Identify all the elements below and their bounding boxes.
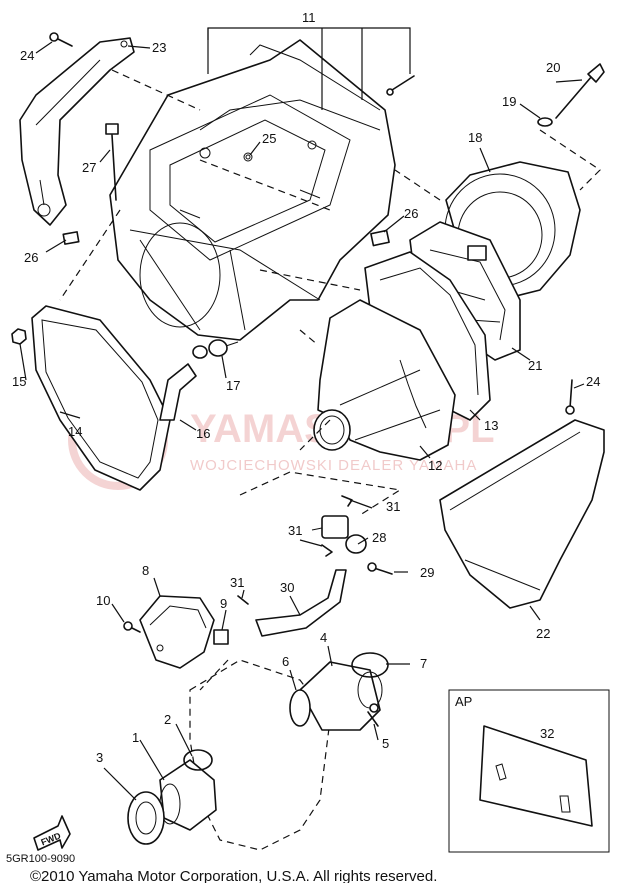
callout-26-left: 26 bbox=[24, 250, 38, 265]
callout-23: 23 bbox=[152, 40, 166, 55]
callout-18: 18 bbox=[468, 130, 482, 145]
part-12-intake-duct bbox=[313, 299, 456, 461]
callout-2: 2 bbox=[164, 712, 171, 727]
part-3-clamp bbox=[127, 791, 165, 845]
callout-31-c: 31 bbox=[230, 575, 244, 590]
callout-25: 25 bbox=[262, 131, 276, 146]
callout-3: 3 bbox=[96, 750, 103, 765]
callout-31-b: 31 bbox=[288, 523, 302, 538]
part-11-bolt bbox=[386, 75, 415, 96]
callout-10: 10 bbox=[96, 593, 110, 608]
callout-24-right: 24 bbox=[586, 374, 600, 389]
ap-inset: AP bbox=[448, 689, 610, 853]
part-19-washer bbox=[537, 117, 553, 127]
callout-6: 6 bbox=[282, 654, 289, 669]
part-4-carb-joint bbox=[299, 661, 383, 731]
callout-7: 7 bbox=[420, 656, 427, 671]
callout-17: 17 bbox=[226, 378, 240, 393]
diagram-code: 5GR100-9090 bbox=[6, 853, 75, 865]
callout-19: 19 bbox=[502, 94, 516, 109]
part-13-joint-plate bbox=[364, 251, 491, 421]
callout-5: 5 bbox=[382, 736, 389, 751]
part-26-clip-left bbox=[62, 231, 80, 245]
callout-29: 29 bbox=[420, 565, 434, 580]
callout-9: 9 bbox=[220, 596, 227, 611]
part-29-screw bbox=[367, 562, 393, 575]
callout-30: 30 bbox=[280, 580, 294, 595]
part-10-bolt bbox=[123, 621, 141, 633]
callout-11: 11 bbox=[302, 10, 316, 25]
part-21-filter-cage bbox=[409, 221, 521, 361]
assembly-lines bbox=[59, 69, 601, 691]
callout-14: 14 bbox=[68, 424, 82, 439]
part-11-leader bbox=[207, 27, 411, 110]
part-24-pin-left bbox=[49, 32, 73, 47]
part-25-screw bbox=[245, 154, 251, 160]
callout-22: 22 bbox=[536, 626, 550, 641]
callout-32: 32 bbox=[540, 726, 554, 741]
part-28-valve bbox=[311, 515, 367, 554]
part-31-clip-c bbox=[237, 595, 249, 605]
part-32-plate bbox=[479, 725, 593, 827]
part-31-clip-b bbox=[321, 544, 333, 557]
callout-24-left: 24 bbox=[20, 48, 34, 63]
part-31-clip-a bbox=[341, 495, 353, 507]
callout-4: 4 bbox=[320, 630, 327, 645]
part-15-nut bbox=[11, 328, 27, 345]
part-22-side-cover bbox=[439, 419, 605, 609]
callout-31-a: 31 bbox=[386, 499, 400, 514]
inset-label: AP bbox=[455, 694, 472, 709]
callout-16: 16 bbox=[196, 426, 210, 441]
callout-13: 13 bbox=[484, 418, 498, 433]
callout-leaders bbox=[19, 41, 585, 801]
part-24-pin-right bbox=[565, 379, 575, 415]
callout-27: 27 bbox=[82, 160, 96, 175]
callout-20: 20 bbox=[546, 60, 560, 75]
part-20-wing-bolt bbox=[555, 63, 605, 119]
part-8-bracket bbox=[139, 595, 215, 669]
part-11-air-box bbox=[109, 39, 396, 341]
part-7-clamp bbox=[351, 652, 389, 678]
part-27-bolt bbox=[105, 123, 119, 201]
callout-1: 1 bbox=[132, 730, 139, 745]
part-2-clamp bbox=[183, 749, 213, 771]
callout-12: 12 bbox=[428, 458, 442, 473]
part-1-boot bbox=[159, 759, 217, 831]
part-6-ring bbox=[289, 689, 311, 727]
part-5-bolt bbox=[367, 703, 379, 727]
watermark-subtitle: WOJCIECHOWSKI DEALER YAMAHA bbox=[190, 457, 477, 474]
part-16-hose bbox=[159, 363, 197, 421]
part-30-hose bbox=[255, 569, 347, 637]
part-17-joint bbox=[192, 339, 239, 359]
part-26-clip-right bbox=[370, 229, 390, 247]
callout-21: 21 bbox=[528, 358, 542, 373]
callout-28: 28 bbox=[372, 530, 386, 545]
callout-26-right: 26 bbox=[404, 206, 418, 221]
fwd-arrow-icon: FWD bbox=[33, 815, 71, 851]
callout-labels: 11 24 23 20 19 18 25 27 26 26 21 15 17 2… bbox=[12, 10, 600, 765]
copyright-text: ©2010 Yamaha Motor Corporation, U.S.A. A… bbox=[30, 868, 437, 883]
part-9-clip bbox=[213, 629, 229, 645]
part-14-gasket bbox=[31, 305, 171, 491]
callout-15: 15 bbox=[12, 374, 26, 389]
callout-8: 8 bbox=[142, 563, 149, 578]
part-23-bracket bbox=[19, 37, 135, 226]
carburetor-outline bbox=[189, 659, 331, 851]
